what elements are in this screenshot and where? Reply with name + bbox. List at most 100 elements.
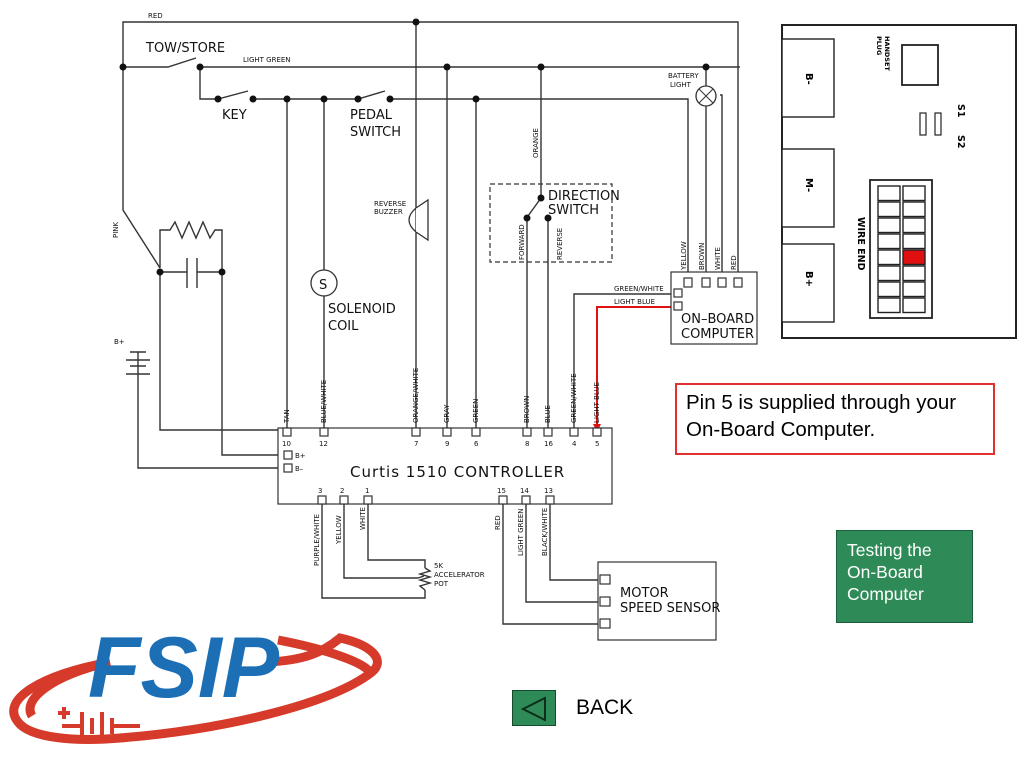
pin-number: 2 [340, 487, 344, 495]
wire-label: RED [494, 515, 502, 530]
connector-pin [877, 217, 901, 234]
pot-label-2: ACCELERATOR [434, 571, 485, 579]
connector-pin [877, 233, 901, 250]
wire-label-reverse: REVERSE [556, 228, 564, 260]
pin-number: 12 [319, 440, 328, 448]
wire-label-red-top: RED [148, 12, 163, 20]
wire-label: TAN [283, 409, 291, 424]
handset-plug-label-1: HANDSET [883, 36, 891, 71]
pin-number: 10 [282, 440, 291, 448]
wire-label-obc-white: WHITE [714, 247, 722, 270]
board-s1-label: S1 [955, 104, 966, 117]
pin-number: 4 [572, 440, 577, 448]
wire-label: BROWN [523, 396, 531, 423]
wire-label: GREEN/WHITE [570, 373, 578, 423]
pin-number: 15 [497, 487, 506, 495]
connector-pin [877, 249, 901, 266]
pot-label-3: POT [434, 580, 449, 588]
obc-label-2: COMPUTER [681, 327, 754, 342]
fsip-logo-text: FSIP [88, 620, 280, 716]
pin-number: 9 [445, 440, 449, 448]
connector-pin [877, 281, 901, 298]
wire-label: GRAY [443, 404, 451, 423]
wire-label-orange: ORANGE [532, 128, 540, 158]
board-b-minus-label: B- [803, 73, 814, 85]
wire-end-connector-grid [877, 185, 926, 314]
wire-label: ORANGE/WHITE [412, 368, 420, 423]
pin-number: 7 [414, 440, 418, 448]
direction-switch-box [489, 183, 613, 263]
wire-label: PURPLE/WHITE [313, 514, 321, 566]
wire-label-light-blue-obc: LIGHT BLUE [614, 298, 655, 306]
connector-pin [902, 265, 926, 282]
wire-label-obc-red: RED [730, 255, 738, 270]
battery-symbol-icon [58, 707, 140, 740]
reverse-buzzer-label-1: REVERSE [374, 200, 406, 208]
pin-number: 8 [525, 440, 529, 448]
connector-pin [902, 233, 926, 250]
tow-store-label: TOW/STORE [145, 41, 225, 56]
pin-number: 14 [520, 487, 529, 495]
connector-pin [902, 297, 926, 314]
reverse-buzzer-label-2: BUZZER [374, 208, 403, 216]
connector-pin [877, 185, 901, 202]
wire-label: BLACK/WHITE [541, 508, 549, 556]
handset-plug-label-2: PLUG [875, 36, 883, 55]
board-m-minus-label: M- [803, 178, 814, 192]
connector-pin [902, 217, 926, 234]
wire-label-obc-brown: BROWN [698, 243, 706, 270]
wire-label: WHITE [359, 507, 367, 530]
wire-end-label: WIRE END [855, 217, 866, 271]
key-switch-label: KEY [222, 108, 247, 123]
pin-number: 13 [544, 487, 553, 495]
wire-label-light-green: LIGHT GREEN [243, 56, 291, 64]
junction-dots [119, 18, 710, 276]
wire-label: LIGHT GREEN [517, 508, 525, 556]
board-s2-label: S2 [955, 135, 966, 148]
wire-label: LIGHT BLUE [593, 382, 601, 423]
battery-positive-label: B+ [114, 338, 125, 346]
wire-label: YELLOW [335, 515, 343, 545]
controller-bplus-label: B+ [295, 452, 306, 460]
wire-label-forward: FORWARD [518, 224, 526, 260]
pedal-switch-label-1: PEDAL [350, 108, 393, 123]
battery-light-label-1: BATTERY [668, 72, 699, 80]
controller-bottom-wire-labels: 3 2 1 15 14 13 PURPLE/WHITE YELLOW WHITE… [313, 487, 553, 566]
controller-label: Curtis 1510 CONTROLLER [350, 463, 565, 481]
reverse-buzzer-symbol [408, 198, 429, 242]
pedal-switch-label-2: SWITCH [350, 125, 401, 140]
controller-board: B- M- B+ HANDSET PLUG S1 S2 WIRE END [781, 24, 1017, 339]
wire-label-obc-yellow: YELLOW [680, 241, 688, 271]
battery-light-symbol [695, 85, 717, 107]
wire-label: BLUE/WHITE [320, 380, 328, 423]
pin-number: 5 [595, 440, 599, 448]
pot-label-1: 5K [434, 562, 443, 570]
solenoid-label-2: COIL [328, 319, 359, 334]
back-label[interactable]: BACK [576, 696, 634, 719]
obc-pins [673, 277, 743, 311]
mss-label-2: SPEED SENSOR [620, 601, 720, 616]
pin-number: 1 [365, 487, 369, 495]
pin-number: 6 [474, 440, 479, 448]
motor-speed-sensor-box [597, 561, 717, 641]
controller-box [277, 427, 613, 505]
connector-pin-highlighted [902, 249, 926, 266]
connector-pin [902, 281, 926, 298]
connector-pin [877, 297, 901, 314]
board-b-plus-label: B+ [803, 271, 814, 287]
mss-pins [599, 574, 611, 629]
connector-pin [877, 201, 901, 218]
solenoid-s-label: S [319, 278, 327, 293]
wire-label: GREEN [472, 399, 480, 423]
solenoid-symbol [310, 269, 338, 297]
fsip-logo: FSIP [9, 620, 382, 744]
solenoid-label-1: SOLENOID [328, 302, 396, 317]
testing-obc-button[interactable]: Testing the On-Board Computer [836, 530, 973, 623]
pin-number: 16 [544, 440, 553, 448]
wires [122, 21, 740, 625]
back-arrow-icon[interactable] [512, 690, 556, 726]
accelerator-pot-symbol [417, 567, 433, 591]
battery-light-label-2: LIGHT [670, 81, 692, 89]
wire-label: BLUE [544, 405, 552, 423]
